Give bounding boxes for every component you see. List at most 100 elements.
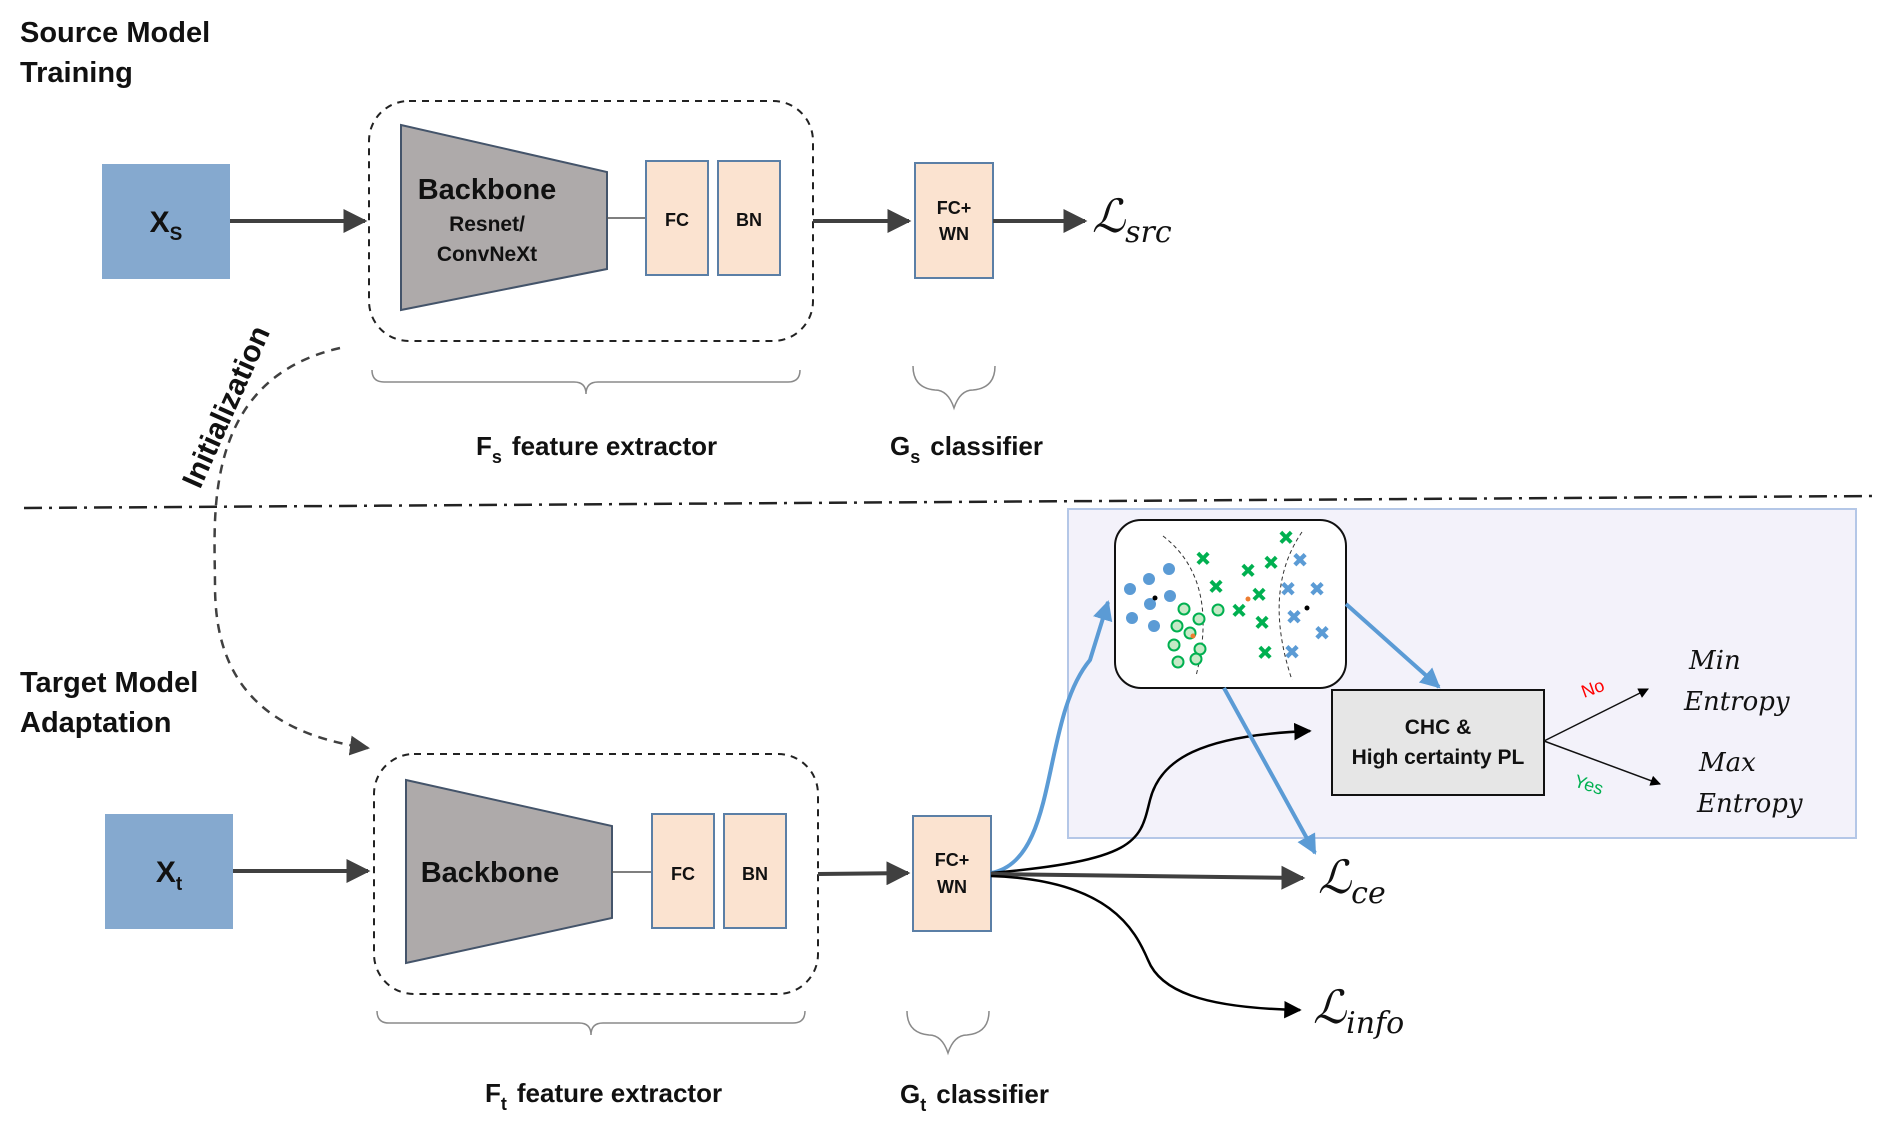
green-class-point	[1170, 619, 1184, 633]
target-head-line1: FC+	[935, 850, 970, 870]
green-cross-centroid	[1245, 596, 1251, 602]
max-entropy-line2: Entropy	[1696, 789, 1803, 819]
min-entropy-line2: Entropy	[1683, 687, 1790, 717]
target-fc-box	[651, 813, 715, 929]
source-head-line1: FC+	[937, 198, 972, 218]
source-input-sub: S	[170, 224, 183, 245]
target-extractor-caption-rest: feature extractor	[517, 1078, 722, 1108]
source-extractor-caption-rest: feature extractor	[512, 431, 717, 461]
target-classifier-caption-sub: t	[920, 1095, 926, 1115]
feature-clusters-plot: ✖ ✖ ✖ ✖ ✖ ✖ ✖ ✖ ✖ ✖ ✖ ✖ ✖ ✖ ✖	[1124, 527, 1331, 681]
source-classifier-caption-sub: s	[910, 447, 920, 467]
info-loss-sub: info	[1346, 1006, 1404, 1041]
target-extractor-brace	[376, 1010, 806, 1036]
source-extractor-brace	[371, 369, 801, 395]
target-backbone-title: Backbone	[421, 857, 560, 889]
target-input-box	[105, 814, 233, 929]
source-classifier-caption-rest: classifier	[930, 431, 1043, 461]
source-head-line2: WN	[939, 224, 969, 244]
source-input-label: XS	[150, 206, 183, 245]
blue-class-centroid	[1152, 595, 1158, 601]
source-section-title-line1: Source Model	[20, 17, 210, 49]
target-extractor-container	[373, 753, 819, 995]
target-classifier-caption: Gt classifier	[900, 1079, 1049, 1115]
source-bn-box	[717, 160, 781, 276]
source-input-main: X	[150, 206, 170, 239]
blue-class-point	[1143, 573, 1155, 585]
green-cross-point: ✖	[1207, 576, 1225, 599]
source-loss-sub: src	[1125, 215, 1172, 250]
max-entropy-line1: Max	[1698, 748, 1756, 778]
green-class-point	[1177, 602, 1191, 616]
head-to-chc-arrow	[990, 722, 1312, 875]
target-ce-loss-label: ℒce	[1318, 850, 1386, 911]
target-classifier-caption-main: G	[900, 1079, 920, 1109]
chc-box-line2: High certainty PL	[1352, 746, 1525, 769]
green-cross-point: ✖	[1194, 548, 1212, 571]
target-extractor-arrow	[817, 861, 911, 886]
target-head-line2: WN	[937, 877, 967, 897]
source-bn-label: BN	[736, 210, 762, 230]
blue-cross-centroid	[1304, 605, 1310, 611]
blue-cross-point: ✖	[1284, 642, 1301, 664]
blue-cross-point: ✖	[1314, 623, 1331, 645]
target-input-label: Xt	[156, 856, 183, 895]
blue-class-point	[1124, 583, 1136, 595]
initialization-arrow	[213, 346, 370, 756]
green-cross-point: ✖	[1253, 612, 1271, 635]
green-cross-point: ✖	[1262, 552, 1280, 575]
source-section-title-line2: Training	[20, 57, 133, 89]
blue-class-point	[1148, 620, 1160, 632]
source-backbone-subtitle1: Resnet/	[449, 213, 525, 236]
green-class-point	[1211, 603, 1225, 617]
clusters-to-ce-arrow	[1222, 687, 1317, 855]
ce-loss-symbol: ℒ	[1318, 850, 1352, 904]
target-fc-label: FC	[671, 864, 695, 884]
head-to-ce-arrow	[990, 865, 1306, 890]
blue-cross-point: ✖	[1280, 579, 1297, 601]
target-extractor-caption-sub: t	[501, 1094, 507, 1114]
source-head-box	[914, 162, 994, 279]
source-fc-label: FC	[665, 210, 689, 230]
cluster-boundary-1	[1162, 535, 1204, 677]
green-class-point	[1171, 655, 1185, 669]
chc-box-line1: CHC &	[1405, 716, 1472, 739]
green-class-point	[1189, 652, 1203, 666]
head-to-info-arrow	[990, 874, 1302, 1019]
source-classifier-caption-main: G	[890, 431, 910, 461]
target-extractor-caption-main: F	[485, 1078, 501, 1108]
source-backbone-subtitle2: ConvNeXt	[437, 243, 537, 266]
blue-cross-point: ✖	[1309, 579, 1326, 601]
source-extractor-caption-sub: s	[492, 447, 502, 467]
target-bn-box	[723, 813, 787, 929]
source-input-box	[102, 164, 230, 279]
no-branch-arrow	[1543, 688, 1649, 742]
source-backbone-shape	[400, 123, 608, 312]
blue-class-point	[1164, 590, 1176, 602]
target-classifier-caption-rest: classifier	[936, 1079, 1049, 1109]
green-class-point	[1192, 612, 1206, 626]
blue-class-point	[1126, 612, 1138, 624]
source-classifier-brace	[912, 365, 996, 411]
info-loss-symbol: ℒ	[1313, 980, 1347, 1034]
head-to-clusters-arrow	[990, 600, 1113, 875]
green-cross-point: ✖	[1250, 584, 1268, 607]
target-section-title-line1: Target Model	[20, 667, 198, 699]
target-head-box	[912, 815, 992, 932]
target-input-sub: t	[176, 874, 183, 895]
source-backbone-title: Backbone	[418, 174, 557, 206]
target-classifier-brace	[906, 1010, 990, 1056]
blue-class-point	[1163, 563, 1175, 575]
chc-pl-box	[1331, 689, 1545, 796]
ce-loss-sub: ce	[1351, 876, 1386, 911]
target-backbone-shape	[405, 778, 613, 965]
source-loss-label: ℒsrc	[1092, 189, 1172, 250]
cluster-boundary-2	[1278, 531, 1303, 681]
section-divider	[23, 494, 1874, 510]
target-extractor-caption: Ft feature extractor	[485, 1078, 722, 1114]
blue-cross-point: ✖	[1292, 550, 1309, 572]
source-extractor-container	[368, 100, 814, 342]
blue-cross-point: ✖	[1286, 607, 1303, 629]
green-class-centroid	[1190, 633, 1196, 639]
